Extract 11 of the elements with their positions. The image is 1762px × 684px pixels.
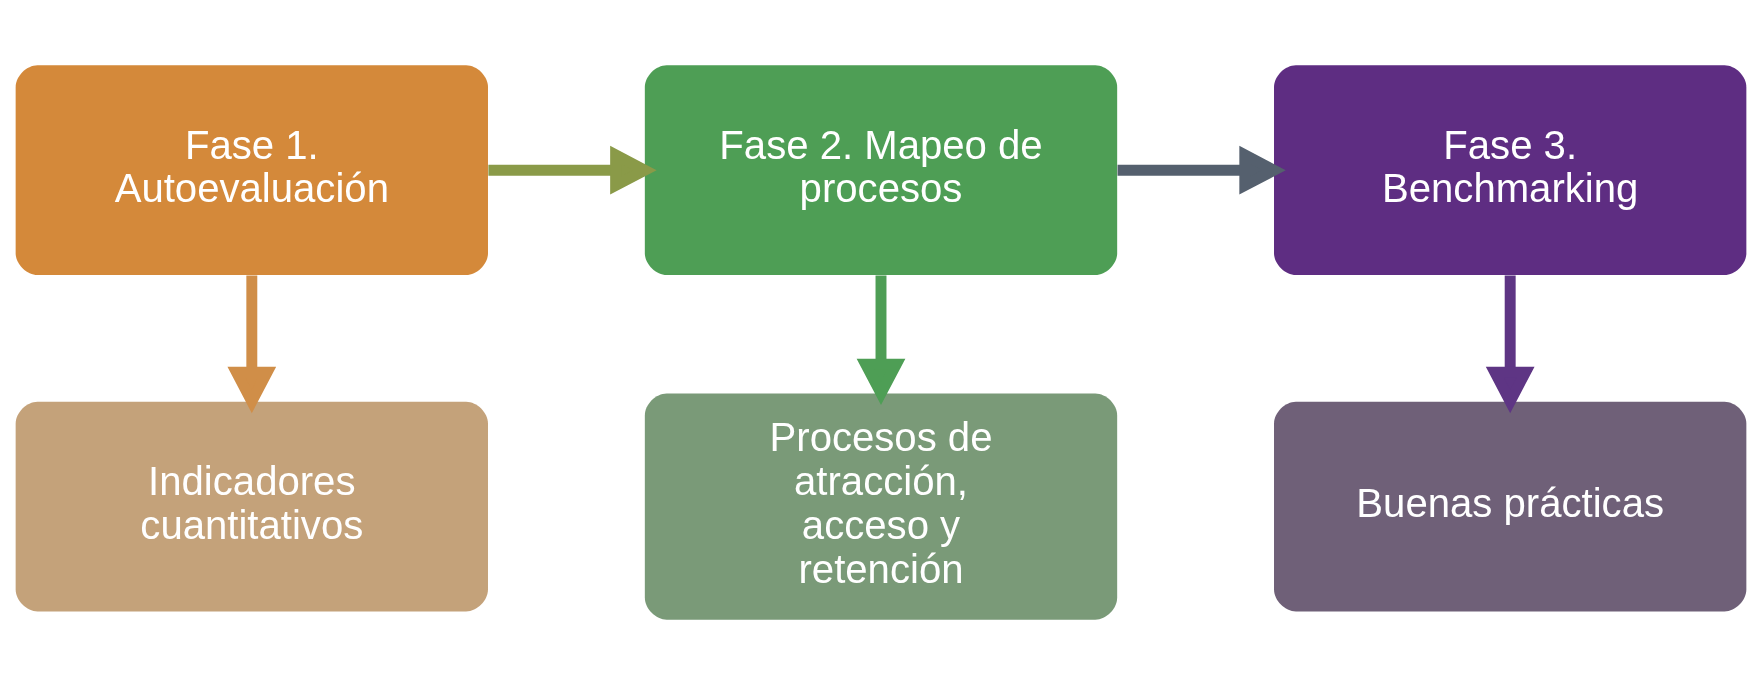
node-box: Procesos de atracción, acceso y retención: [644, 393, 1118, 620]
node-box: Fase 3. Benchmarking: [1274, 64, 1747, 275]
arrow: [1485, 274, 1535, 413]
arrow: [227, 274, 277, 413]
arrow: [1117, 145, 1286, 195]
node-box: Fase 2. Mapeo de procesos: [644, 64, 1118, 275]
node-box: Indicadores cuantitativos: [15, 401, 488, 611]
arrow: [488, 145, 657, 195]
node-box: Buenas prácticas: [1274, 401, 1747, 611]
arrow: [856, 274, 906, 405]
node-box: Fase 1. Autoevaluación: [15, 64, 488, 275]
